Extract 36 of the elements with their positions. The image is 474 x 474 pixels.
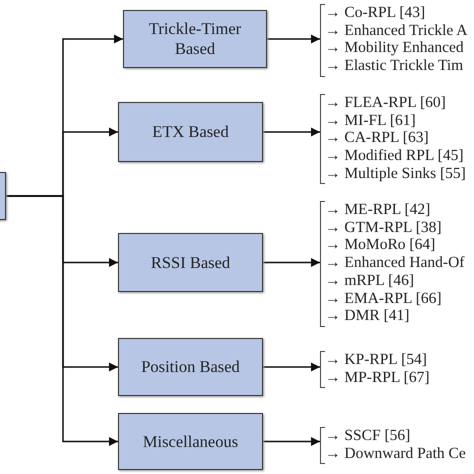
category-label: ETX Based (152, 122, 229, 142)
list-item: → SSCF [56] (325, 427, 410, 445)
list-item: → Elastic Trickle Tim (325, 57, 464, 75)
arrow (263, 258, 320, 267)
list-item: → MI-FL [61] (325, 112, 416, 130)
list-item: → ME-RPL [42] (325, 201, 430, 219)
arrow (6, 195, 118, 446)
list-item: → Multiple Sinks [55] (325, 164, 466, 183)
list-item: → MoMoRo [64] (325, 236, 436, 254)
category-box (118, 102, 263, 162)
list-item: → DMR [41] (325, 307, 410, 325)
list-item: → mRPL [46] (325, 272, 414, 290)
arrow (263, 128, 320, 136)
arrow (263, 437, 320, 446)
category-box (118, 338, 263, 396)
category-label: Position Based (141, 357, 240, 377)
list-item: → GTM-RPL [38] (325, 218, 442, 236)
list-item: → Enhanced Hand-Of (325, 254, 464, 272)
category-label: Trickle-Timer Based (148, 19, 242, 59)
arrow (263, 362, 320, 372)
category-box (118, 233, 263, 292)
list-item: → Modified RPL [45] (325, 147, 464, 165)
list-item: → Enhanced Trickle A (325, 22, 468, 40)
list-item: → CA-RPL [63] (325, 129, 429, 148)
list-item: → Mobility Enhanced (325, 39, 464, 58)
category-label: RSSI Based (150, 252, 230, 272)
category-box (118, 413, 263, 470)
arrow (267, 34, 320, 44)
list-item: → FLEA-RPL [60] (325, 94, 446, 112)
list-item: → Co-RPL [43] (325, 4, 426, 22)
list-item: → Downward Path Ce (325, 444, 466, 462)
category-label: Miscellaneous (142, 432, 238, 452)
category-box (123, 10, 267, 68)
list-item: → EMA-RPL [66] (325, 290, 442, 308)
list-item: → MP-RPL [67] (325, 368, 430, 386)
list-item: → KP-RPL [54] (325, 351, 427, 369)
